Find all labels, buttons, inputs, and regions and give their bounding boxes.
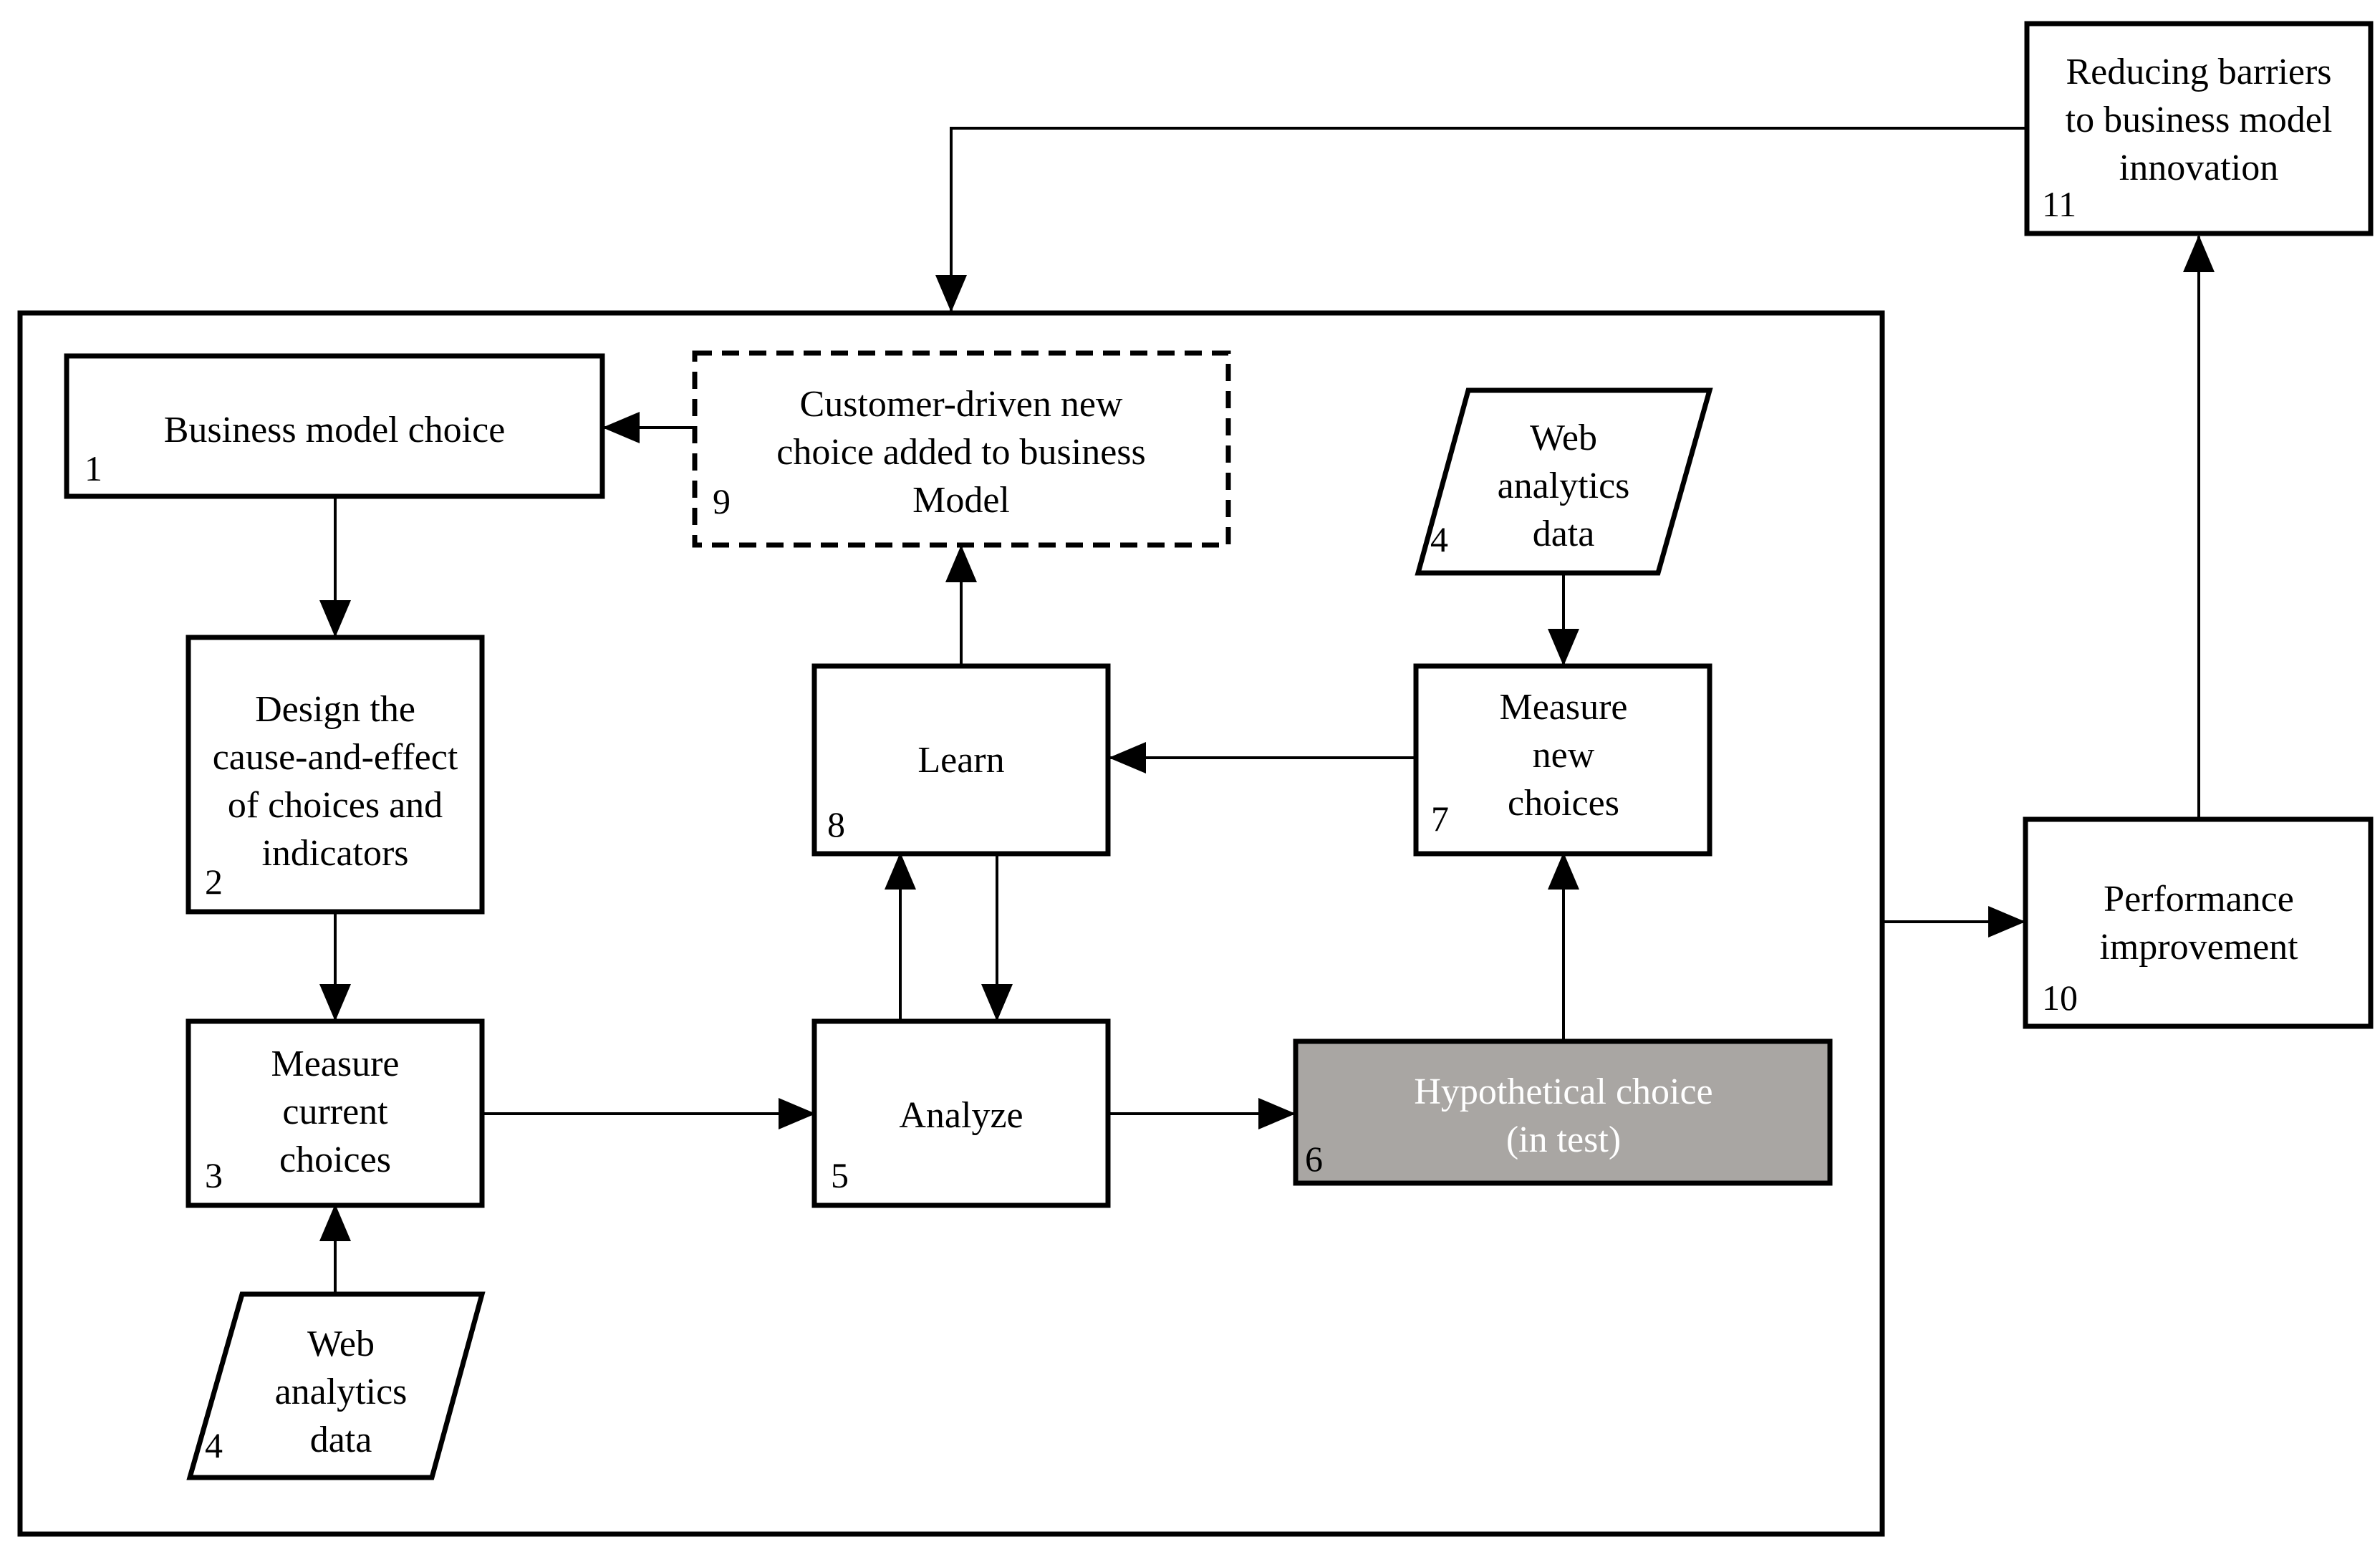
node-analyze-shape	[811, 1018, 1111, 1208]
node-hypothetical-choice-label: Hypothetical choice (in test)	[1414, 1071, 1712, 1160]
node-learn-shape	[811, 663, 1111, 857]
web-analytics-data-bottom-line: analytics	[275, 1372, 408, 1412]
customer-driven-new-choice-line: choice added to business	[776, 432, 1146, 473]
node-web-analytics-data-bottom-label: Web analytics data	[275, 1324, 408, 1460]
node-web-analytics-data-bottom-number: 4	[205, 1425, 223, 1465]
node-web-analytics-data-top-shape	[1415, 387, 1713, 576]
reducing-barriers-line: innovation	[2119, 148, 2278, 188]
web-analytics-data-bottom-line: Web	[307, 1324, 375, 1364]
measure-new-choices-line: new	[1533, 735, 1595, 776]
node-design-cause-effect-shape	[186, 635, 485, 915]
node-performance-improvement-shape	[2023, 816, 2374, 1029]
node-web-analytics-data-top-label: Web analytics data	[1498, 418, 1630, 554]
node-business-model-choice-number: 1	[85, 448, 102, 488]
node-design-cause-effect-number: 2	[205, 862, 223, 902]
node-measure-new-choices-shape	[1413, 663, 1712, 857]
web-analytics-data-top-line: Web	[1530, 418, 1597, 458]
process-frame	[17, 310, 1885, 1537]
node-web-analytics-data-bottom-shape	[186, 1291, 486, 1480]
node-measure-new-choices-number: 7	[1431, 799, 1449, 839]
node-learn-number: 8	[827, 804, 845, 844]
learn-line: Learn	[917, 740, 1004, 781]
web-analytics-data-top-line: data	[1533, 514, 1595, 554]
reducing-barriers-line: Reducing barriers	[2066, 52, 2331, 92]
design-cause-effect-line: cause-and-effect	[213, 737, 458, 778]
node-web-analytics-data-top-number: 4	[1430, 519, 1448, 559]
node-customer-driven-new-choice-shape	[692, 350, 1231, 548]
node-business-model-choice-label: Business model choice	[164, 410, 506, 450]
node-labels: Business model choice 1 Design the cause-…	[85, 52, 2332, 1465]
node-reducing-barriers-number: 11	[2042, 184, 2076, 224]
node-measure-current-choices-shape	[186, 1018, 485, 1208]
measure-current-choices-line: choices	[279, 1139, 391, 1180]
node-performance-improvement-number: 10	[2042, 978, 2078, 1018]
design-cause-effect-line: of choices and	[228, 785, 443, 826]
web-analytics-data-bottom-line: data	[310, 1420, 372, 1460]
measure-current-choices-line: Measure	[271, 1043, 399, 1084]
measure-new-choices-line: Measure	[1499, 687, 1627, 728]
hypothetical-choice-line: (in test)	[1506, 1119, 1621, 1160]
node-analyze-label: Analyze	[899, 1095, 1023, 1136]
node-hypothetical-choice-number: 6	[1305, 1139, 1323, 1179]
analyze-line: Analyze	[899, 1095, 1023, 1136]
node-reducing-barriers-label: Reducing barriers to business model innova…	[2066, 52, 2333, 188]
measure-new-choices-line: choices	[1508, 783, 1619, 824]
node-customer-driven-new-choice-label: Customer-driven new choice added to busin…	[776, 384, 1146, 521]
node-design-cause-effect-label: Design the cause-and-effect of choices and…	[213, 689, 458, 874]
node-reducing-barriers-shape	[2024, 21, 2374, 236]
node-hypothetical-choice-shape	[1293, 1038, 1833, 1186]
measure-current-choices-line: current	[282, 1091, 388, 1132]
performance-improvement-line: improvement	[2099, 927, 2298, 968]
design-cause-effect-line: indicators	[261, 833, 408, 874]
web-analytics-data-top-line: analytics	[1498, 466, 1630, 506]
node-customer-driven-new-choice-number: 9	[713, 481, 731, 521]
nodes	[64, 21, 2374, 1480]
performance-improvement-line: Performance	[2104, 879, 2294, 920]
edge-reducing-barriers-to-frame	[935, 127, 2027, 312]
customer-driven-new-choice-line: Customer-driven new	[800, 384, 1123, 425]
node-analyze-number: 5	[831, 1155, 849, 1195]
reducing-barriers-line: to business model	[2066, 100, 2333, 140]
customer-driven-new-choice-line: Model	[912, 480, 1010, 521]
node-performance-improvement-label: Performance improvement	[2099, 879, 2298, 968]
node-measure-current-choices-number: 3	[205, 1155, 223, 1195]
hypothetical-choice-line: Hypothetical choice	[1414, 1071, 1712, 1112]
node-measure-new-choices-label: Measure new choices	[1499, 687, 1627, 824]
node-business-model-choice-shape	[64, 353, 605, 499]
business-model-choice-line: Business model choice	[164, 410, 506, 450]
node-learn-label: Learn	[917, 740, 1004, 781]
connectors	[319, 127, 2215, 1293]
node-measure-current-choices-label: Measure current choices	[271, 1043, 399, 1180]
design-cause-effect-line: Design the	[255, 689, 415, 730]
